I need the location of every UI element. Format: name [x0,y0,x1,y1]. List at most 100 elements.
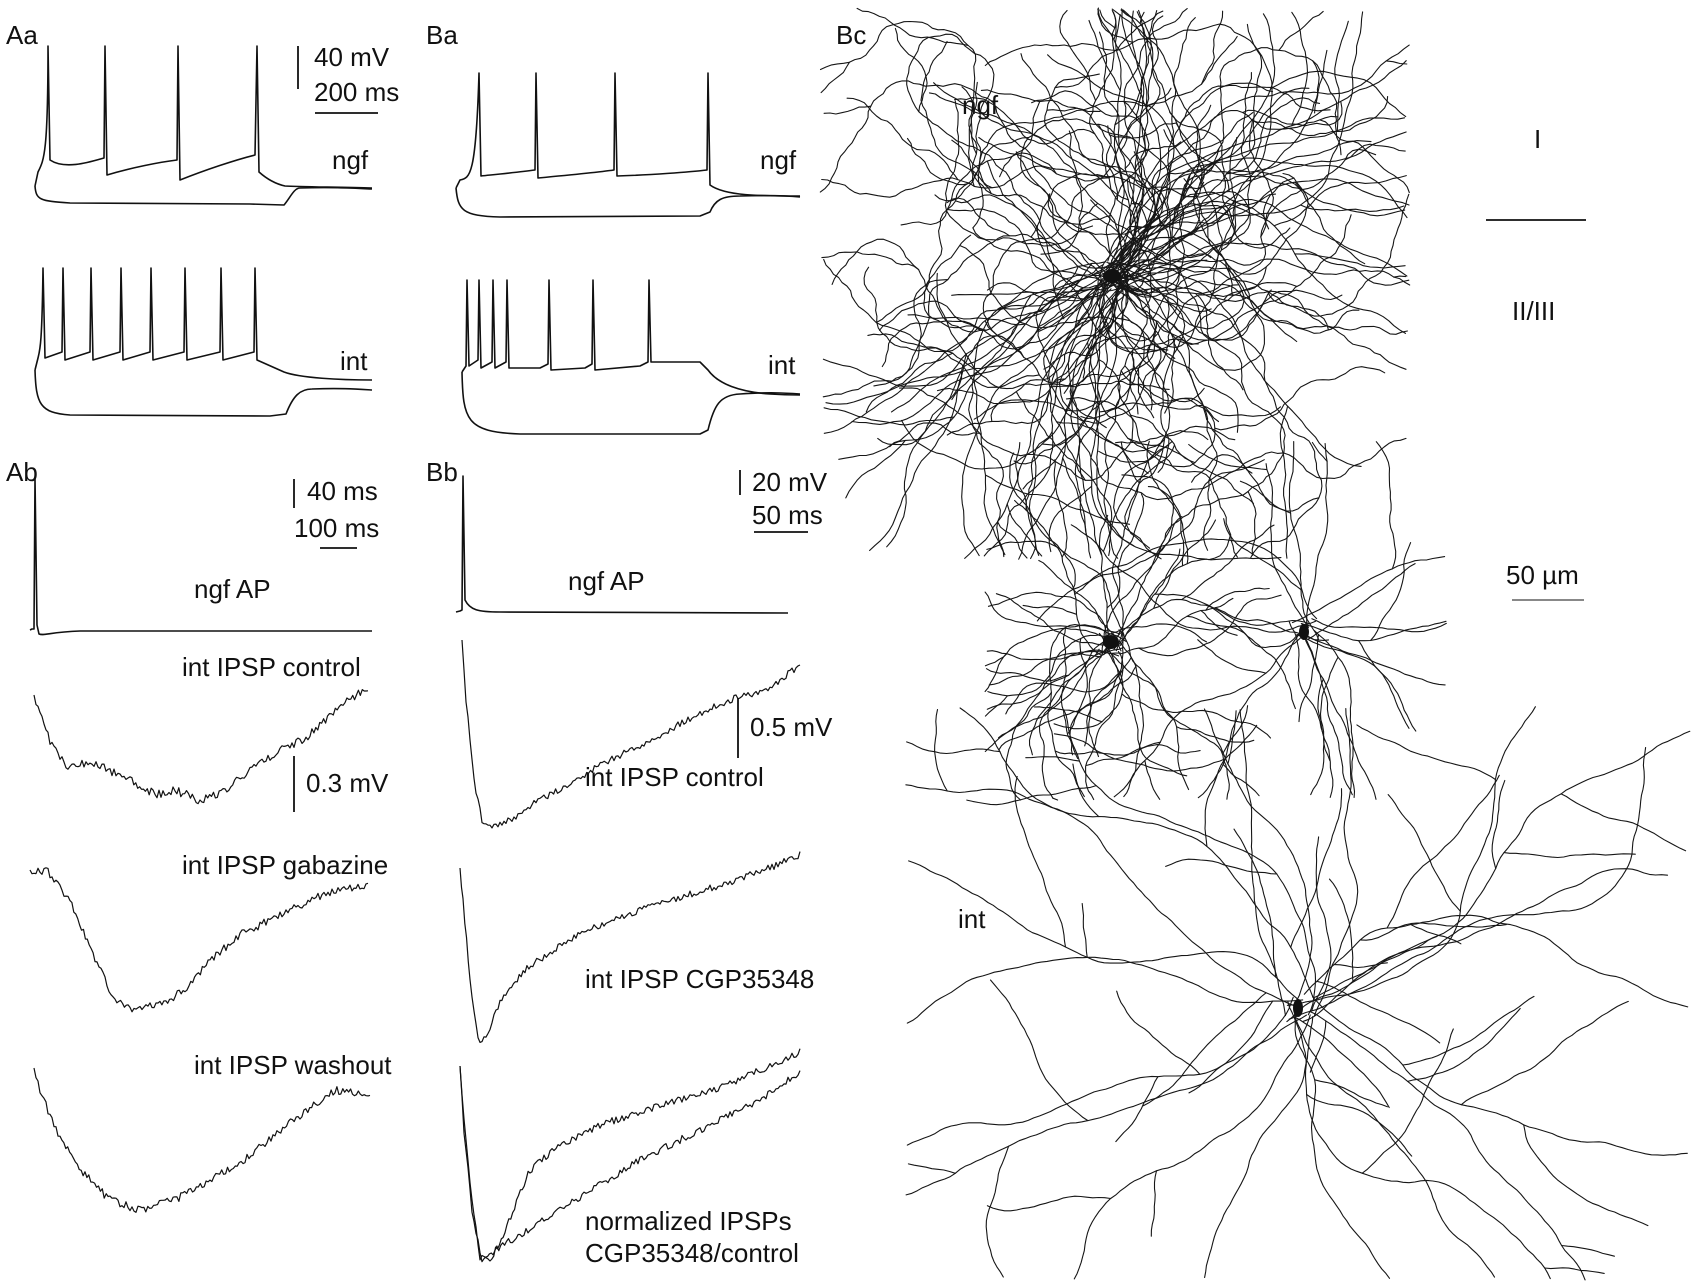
neurite [1073,1014,1311,1280]
neurite-branch [1222,705,1249,754]
neurite [986,540,1125,636]
neurite-branch [990,334,1097,422]
neurite-branch [1053,459,1068,558]
neurite-branch [1251,96,1389,137]
neurite [1088,281,1135,547]
neurite-branch [1171,158,1221,225]
neurite-branch [821,251,920,271]
neurite [1121,200,1407,334]
neurite [988,652,1102,686]
neurite-branch [1067,637,1088,734]
trace-aa-int-spiking [34,267,373,381]
neurite-branch [1108,122,1178,139]
neurite-branch [1124,141,1182,170]
neurite-branch [1344,143,1406,161]
neurite-branch [1052,797,1059,801]
neurite [997,646,1125,739]
neurite-branch [1121,10,1148,106]
neurite [1113,14,1132,262]
neurite-branch [1312,60,1320,114]
neurite [1294,1011,1391,1279]
scale-label-time-ab: 100 ms [294,513,379,543]
panel-label-ab: Ab [6,457,38,487]
neurite [863,266,1157,390]
neurite [984,627,1111,693]
neurite-branch [1279,405,1289,559]
neurite-branch [1278,10,1324,51]
neurite [1047,54,1175,272]
neurite-branch [1036,225,1110,340]
neurite-branch [1053,733,1226,772]
neurite-branch [984,691,1052,753]
neurite-branch [955,194,1065,320]
neurite-branch [920,40,993,189]
neurite [1309,1011,1586,1281]
neurite-branch [1153,519,1217,609]
neurite [1018,282,1124,560]
neurite-branch [1164,337,1176,414]
neurite-branch [876,234,972,323]
trace-ba-ngf-spiking [455,72,801,197]
trace-label-ab-ngf-ap: ngf AP [194,574,271,604]
neurite-branch [1328,878,1354,983]
neurite-branch [1333,962,1388,969]
neurite [1116,198,1408,277]
neurite-branch [973,399,1099,420]
neurite-branch [1031,90,1150,171]
trace-aa-ngf-hyperpol [34,185,373,206]
neurite [1107,276,1186,473]
neurite-branch [1046,107,1101,113]
neurite-branch [1111,315,1176,359]
neurite-branch [1136,11,1151,39]
neurite [944,100,1129,289]
neurite-branch [1151,112,1254,217]
neurite-branch [1294,253,1406,269]
neurite-branch [1410,923,1462,945]
trace-label-aa-ngf: ngf [332,145,369,175]
neurite-branch [1387,794,1461,912]
neurite [1053,632,1124,730]
neurite-branch [968,81,992,195]
neurite [1106,10,1145,270]
neurite-branch [1048,485,1093,553]
neurite-branch [1311,441,1328,462]
neurite-branch [1291,11,1309,127]
neurite-branch [1146,268,1205,403]
neurite [1038,559,1122,652]
neurite-branch [1313,935,1438,999]
neurite [1110,282,1323,559]
neurite-branch [1300,204,1405,212]
trace-label-bb-control: int IPSP control [585,762,764,792]
neurite-branch [961,86,977,155]
neurite [823,264,1110,434]
neurite-branch [1208,533,1232,561]
neurite-branch [1223,518,1302,591]
neurite [823,258,1120,353]
neurite-branch [1154,593,1311,626]
neurite-branch [966,785,1097,806]
neurite [959,707,1314,998]
panel-label-bb: Bb [426,457,458,487]
neurite-branch [1100,280,1199,350]
neurite-branch [1038,287,1084,327]
neurite-branch [1358,640,1417,732]
trace-label-bb-ngf-ap: ngf AP [568,566,645,596]
neurite-branch [1059,9,1097,102]
neurite-branch [1121,693,1272,739]
neurite-branch [1402,995,1535,1066]
neurite-branch [951,139,975,187]
panel-label-ba: Ba [426,20,458,50]
neurite [1294,1013,1496,1278]
neurite-branch [1204,724,1258,847]
neurite-branch [878,300,981,331]
neurite [1113,634,1305,798]
neuron-morphology-int [905,705,1691,1281]
neurite-branch [1137,367,1155,419]
neurite-branch [1223,282,1298,301]
neurite [1291,556,1446,624]
neurite-branch [1188,443,1268,471]
neurite-branch [1088,647,1107,758]
panel-ab: Ab 40 ms 100 ms ngf AP int IPSP control … [6,457,392,1213]
neurite [1119,72,1252,283]
neurite-branch [1112,11,1117,41]
